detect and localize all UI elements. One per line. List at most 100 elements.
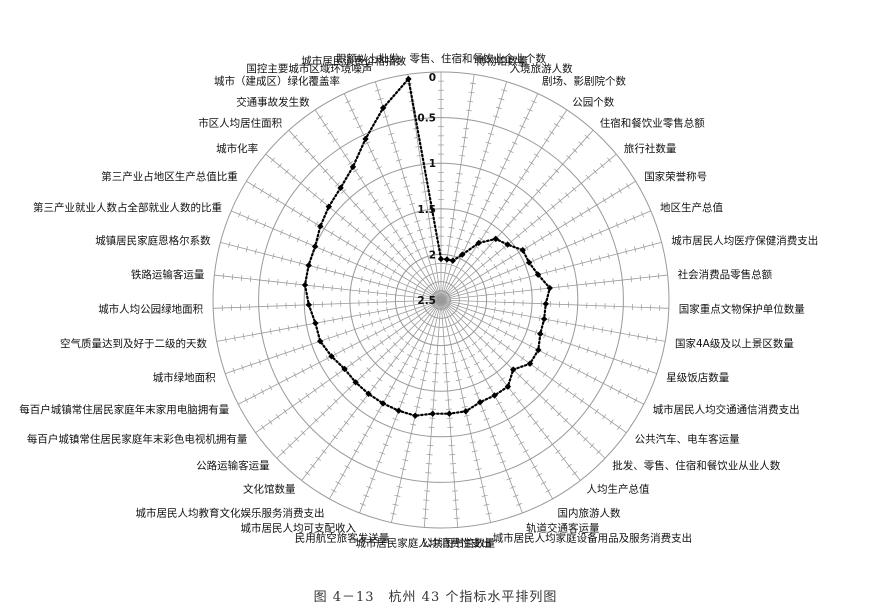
grid-tick (521, 288, 524, 295)
grid-tick (316, 264, 319, 271)
grid-tick (457, 388, 464, 391)
grid-spoke (255, 299, 442, 433)
grid-tick (389, 243, 395, 248)
grid-tick (354, 227, 360, 233)
grid-tick (628, 331, 631, 338)
grid-tick (314, 221, 319, 227)
grid-spoke (220, 241, 442, 301)
grid-tick (271, 225, 275, 232)
grid-tick (486, 426, 493, 430)
grid-tick (528, 343, 532, 349)
grid-tick (558, 284, 560, 291)
grid-tick (485, 512, 492, 515)
grid-tick (496, 401, 502, 406)
category-label: 交通事故发生数 (236, 96, 310, 109)
grid-tick (371, 223, 377, 228)
grid-tick (554, 168, 560, 174)
grid-spoke (440, 180, 636, 301)
grid-spoke (374, 81, 442, 301)
radial-tick-label: 2 (429, 249, 436, 261)
grid-tick (353, 244, 358, 251)
grid-tick (401, 323, 406, 330)
grid-tick (468, 318, 473, 324)
grid-tick (379, 354, 385, 360)
grid-tick (392, 503, 399, 506)
radial-tick-label: 0 (429, 72, 436, 84)
category-label: 国内旅游人数 (558, 507, 621, 520)
grid-tick (319, 198, 325, 204)
grid-tick (510, 278, 513, 285)
grid-tick (595, 350, 598, 356)
grid-tick (547, 316, 550, 323)
grid-tick (380, 272, 384, 278)
radial-tick-label: 2.5 (417, 295, 436, 307)
grid-tick (288, 232, 292, 239)
grid-tick (538, 315, 541, 322)
grid-tick (305, 392, 310, 399)
grid-tick (268, 278, 270, 285)
grid-tick (298, 260, 301, 267)
grid-tick (639, 275, 642, 282)
grid-tick (563, 221, 568, 227)
grid-tick (349, 287, 352, 294)
grid-tick (511, 141, 518, 145)
grid-tick (472, 185, 479, 188)
grid-tick (494, 250, 500, 256)
grid-tick (325, 267, 328, 274)
grid-tick (449, 218, 456, 220)
grid-tick (443, 263, 450, 265)
grid-tick (292, 347, 296, 354)
grid-tick (610, 328, 613, 335)
grid-tick (530, 386, 536, 392)
grid-tick (238, 211, 242, 218)
grid-tick (483, 417, 490, 421)
grid-spoke (359, 299, 442, 514)
grid-tick (312, 387, 317, 393)
grid-tick (572, 262, 575, 269)
grid-tick (469, 353, 476, 358)
grid-tick (598, 229, 602, 236)
category-label: 城市居民消费价格指数 (301, 55, 406, 68)
grid-tick (305, 321, 308, 328)
grid-tick (398, 369, 404, 374)
grid-tick (517, 323, 520, 330)
grid-spoke (214, 274, 442, 301)
grid-tick (341, 347, 346, 353)
grid-tick (624, 218, 628, 225)
grid-spoke (440, 129, 594, 301)
grid-tick (601, 380, 605, 387)
data-point (535, 346, 542, 354)
data-point (312, 319, 319, 327)
grid-tick (398, 167, 405, 171)
grid-tick (315, 456, 321, 461)
grid-tick (482, 377, 489, 382)
grid-tick (587, 206, 591, 213)
grid-tick (469, 232, 475, 236)
grid-tick (371, 384, 377, 389)
data-point (437, 255, 445, 263)
grid-tick (249, 361, 253, 368)
grid-tick (592, 325, 595, 332)
grid-tick (478, 273, 482, 279)
grid-tick (473, 282, 477, 289)
grid-tick (337, 235, 342, 241)
grid-tick (252, 393, 257, 399)
grid-tick (451, 332, 457, 336)
grid-tick (389, 426, 396, 430)
grid-spoke (440, 299, 669, 309)
grid-spoke (216, 299, 442, 342)
grid-tick (232, 367, 236, 374)
grid-tick (275, 352, 279, 359)
grid-tick (607, 225, 611, 232)
category-label: 每百户城镇常住居民家庭年末彩色电视机拥有量 (27, 433, 248, 446)
grid-tick (342, 153, 349, 158)
category-label: 城市居民人均交通通信消费支出 (653, 403, 800, 416)
grid-tick (594, 408, 599, 415)
grid-tick (515, 265, 519, 271)
grid-tick (246, 215, 250, 221)
grid-tick (358, 338, 362, 345)
grid-tick (393, 150, 400, 153)
grid-tick (345, 100, 351, 104)
grid-tick (394, 494, 401, 497)
grid-tick (460, 358, 467, 362)
